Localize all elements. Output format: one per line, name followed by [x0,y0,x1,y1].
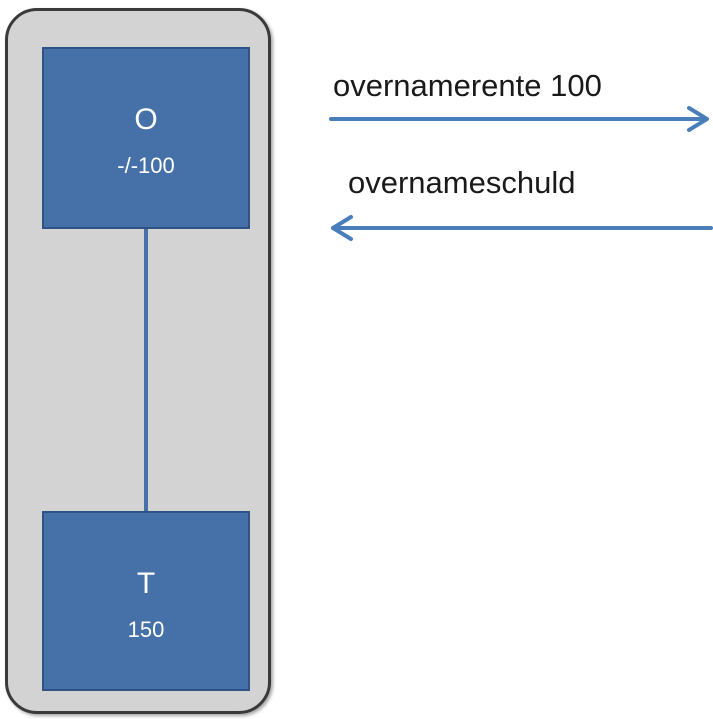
entity-value: 150 [127,617,165,642]
arrow-label-overnameschuld: overnameschuld [348,165,576,200]
entity-name: O [134,103,158,136]
arrow-right [329,106,709,132]
connector-line [144,229,148,511]
entity-value: -/-100 [117,153,175,178]
entity-box-t: T 150 [42,511,250,691]
arrow-label-overnamerente: overnamerente 100 [333,68,602,103]
arrow-left [331,215,713,241]
entity-name: T [136,567,156,600]
entity-box-o: O -/-100 [42,47,250,229]
